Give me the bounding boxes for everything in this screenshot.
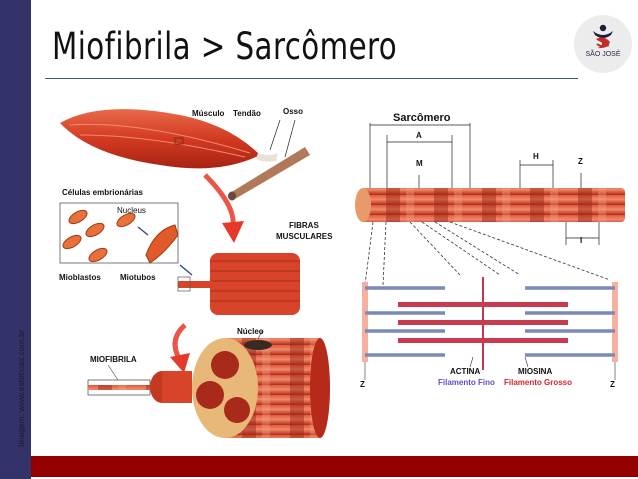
label-h-zone: H [533,152,539,161]
label-nucleo: Núcleo [237,327,264,336]
image-credit: Imagem: www.esteticas.com.br [16,329,26,447]
label-musculo: Músculo [192,109,225,118]
page-title: Miofibrila > Sarcômero [52,25,398,68]
label-z-left: Z [360,380,365,389]
label-sarcomero: Sarcômero [393,112,451,124]
logo: SÃO JOSÉ [574,15,632,73]
label-miosina: MIOSINA [518,367,553,376]
diagram-graphics [59,109,625,438]
sidebar [0,0,31,479]
label-i-band: I [580,236,583,245]
label-filamento-grosso: Filamento Grosso [504,378,573,387]
label-mioblastos: Mioblastos [59,273,101,282]
label-nucleus: Nucleus [117,206,146,215]
label-musculares: MUSCULARES [276,232,333,241]
label-fibras: FIBRAS [289,221,319,230]
label-actina: ACTINA [450,367,481,376]
label-m-line: M [416,159,423,168]
label-osso: Osso [283,107,304,116]
label-miotubos: Miotubos [120,273,156,282]
label-a-band: A [416,131,422,140]
label-filamento-fino: Filamento Fino [438,378,495,387]
logo-text: SÃO JOSÉ [585,51,621,58]
label-miofibrila: MIOFIBRILA [90,355,137,364]
sao-jose-logo-icon [593,24,613,49]
label-z-right: Z [610,380,615,389]
label-z-line-top: Z [578,157,583,166]
footer-bar [31,456,638,477]
title-underline [45,78,578,79]
label-celulas-embrionarias: Células embrionárias [62,188,143,197]
label-tendao: Tendão [233,109,261,118]
muscle-sarcomere-figure: Músculo Tendão Osso Células embrionárias… [40,95,630,450]
